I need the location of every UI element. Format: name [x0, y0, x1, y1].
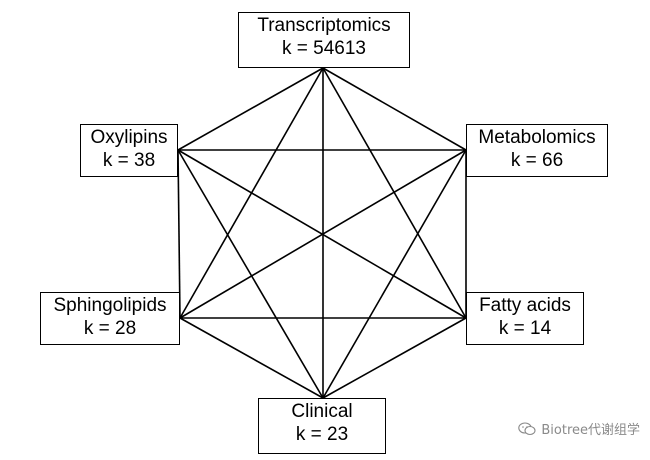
edge-metabolomics-sphingolipids: [179, 149, 467, 319]
watermark-text: Biotree代谢组学: [541, 423, 640, 438]
node-label: Clinical: [291, 401, 353, 422]
node-label: Transcriptomics: [257, 15, 391, 36]
node-label: Fatty acids: [479, 295, 571, 316]
node-k-value: k = 38: [102, 150, 156, 171]
edge-transcriptomics-oxylipins: [177, 67, 324, 151]
watermark: Biotree代谢组学: [518, 419, 640, 438]
node-k-value: k = 28: [83, 318, 137, 339]
node-k-value: k = 54613: [282, 38, 366, 59]
node-oxylipins: Oxylipins k = 38: [80, 124, 178, 177]
node-clinical: Clinical k = 23: [258, 398, 386, 454]
node-label: Sphingolipids: [53, 295, 167, 316]
edge-transcriptomics-metabolomics: [322, 67, 467, 151]
node-label: Metabolomics: [478, 127, 596, 148]
node-k-value: k = 66: [510, 150, 564, 171]
edge-oxylipins-sphingolipids: [177, 149, 181, 319]
edge-oxylipins-clinical: [177, 149, 324, 399]
node-metabolomics: Metabolomics k = 66: [466, 124, 608, 177]
node-k-value: k = 23: [295, 424, 349, 445]
node-k-value: k = 14: [498, 318, 552, 339]
edge-fatty_acids-clinical: [322, 317, 467, 399]
node-sphingolipids: Sphingolipids k = 28: [40, 292, 180, 345]
node-transcriptomics: Transcriptomics k = 54613: [238, 12, 410, 68]
edge-metabolomics-clinical: [322, 149, 467, 399]
node-fatty-acids: Fatty acids k = 14: [466, 292, 584, 345]
edge-transcriptomics-fatty_acids: [322, 67, 467, 319]
edge-sphingolipids-clinical: [179, 317, 324, 399]
node-label: Oxylipins: [90, 127, 168, 148]
wechat-icon: [518, 421, 536, 435]
